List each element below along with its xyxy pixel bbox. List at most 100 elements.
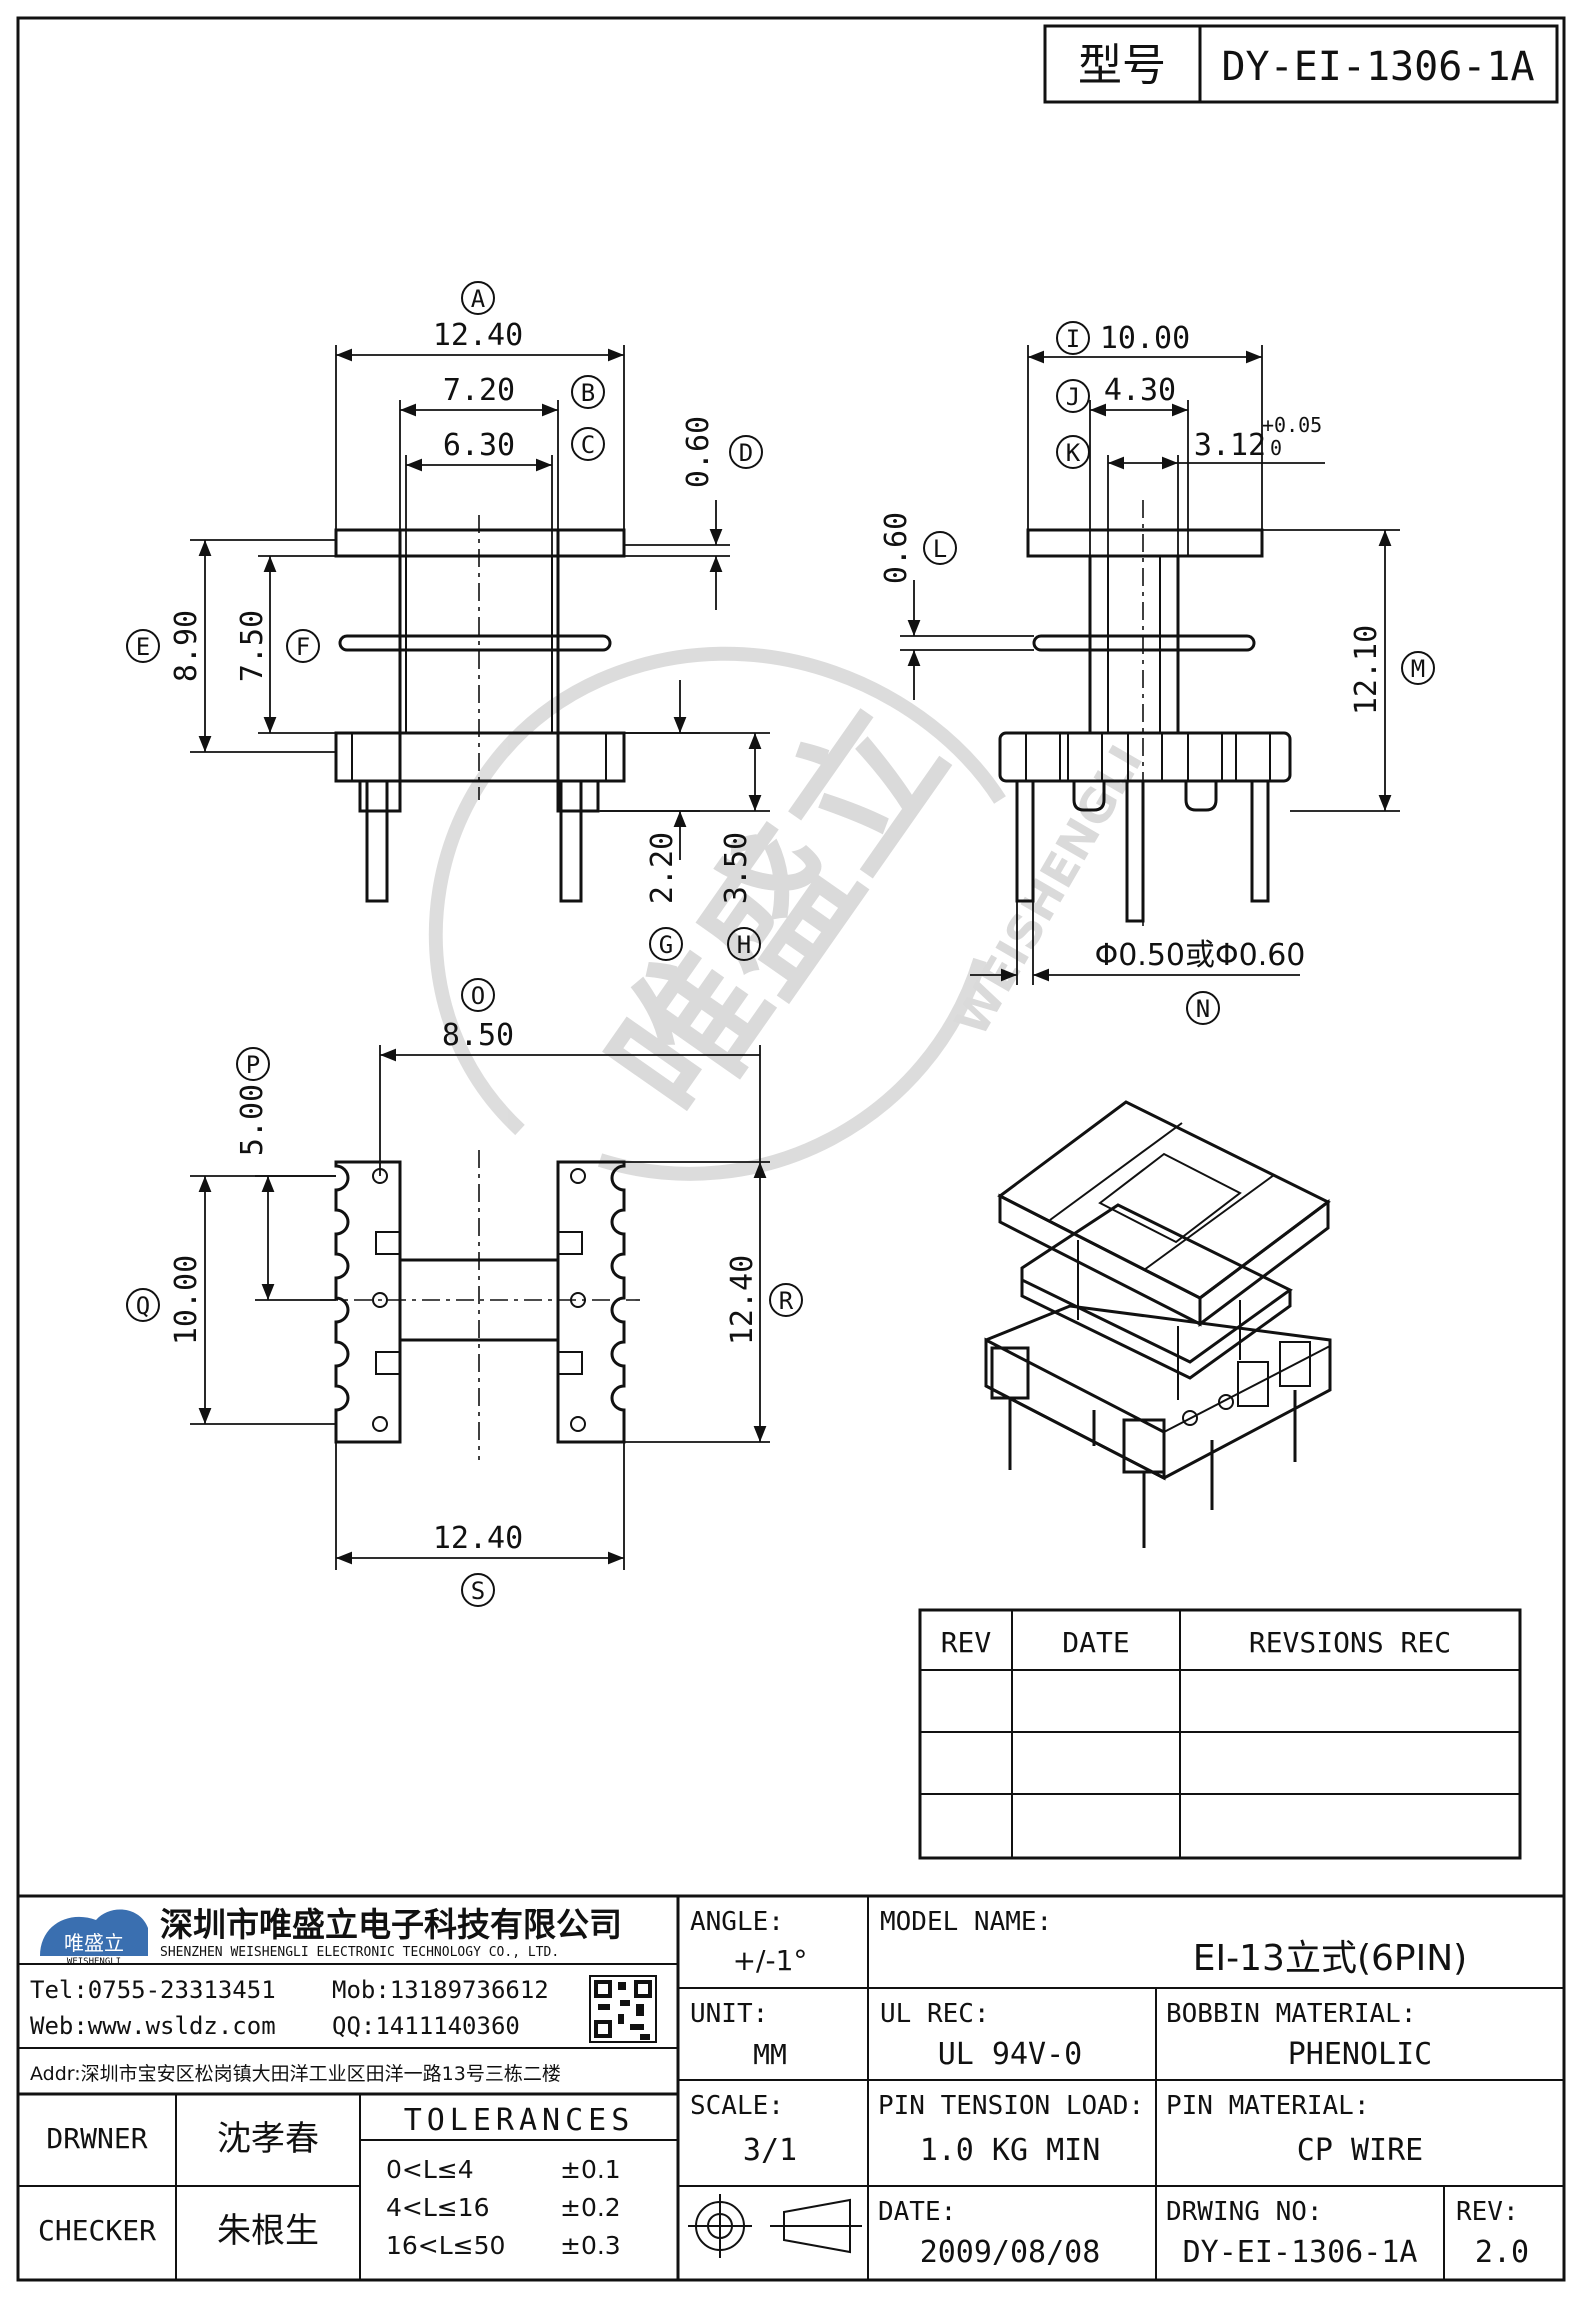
watermark-en: WEISHENGLI (944, 736, 1153, 1044)
pin-tension-value: 1.0 KG MIN (920, 2133, 1101, 2168)
dim-K-value: 3.12 (1194, 428, 1266, 463)
unit-value: MM (753, 2038, 787, 2071)
drawing-no-value: DY-EI-1306-1A (1183, 2235, 1418, 2270)
dim-F-letter: F (296, 633, 310, 661)
company-qq: QQ:1411140360 (332, 2012, 520, 2040)
dim-R-value: 12.40 (725, 1255, 760, 1345)
dim-B-letter: B (581, 379, 595, 407)
dim-O-letter: O (471, 982, 485, 1010)
dim-M-value: 12.10 (1349, 625, 1384, 715)
tolerance-value-2: ±0.2 (560, 2193, 621, 2222)
tolerance-value-3: ±0.3 (560, 2231, 621, 2260)
qr-code (589, 1975, 657, 2043)
date-header: DATE (1062, 1626, 1129, 1659)
unit-label: UNIT: (690, 1999, 768, 2029)
pin-material-value: CP WIRE (1297, 2133, 1423, 2168)
dim-K-letter: K (1066, 439, 1081, 467)
dim-I-letter: I (1066, 325, 1080, 353)
angle-value: +/-1° (733, 1944, 808, 1977)
date-value: 2009/08/08 (920, 2235, 1101, 2270)
dim-B-value: 7.20 (443, 373, 515, 408)
dim-E-value: 8.90 (169, 610, 204, 682)
scale-label: SCALE: (690, 2091, 784, 2121)
dim-S-value: 12.40 (433, 1521, 523, 1556)
dim-R-letter: R (779, 1287, 794, 1315)
model-label: 型号 (1078, 40, 1166, 91)
pin-tension-label: PIN TENSION LOAD: (878, 2091, 1144, 2121)
model-header: 型号 DY-EI-1306-1A (1043, 24, 1559, 104)
dim-F-value: 7.50 (235, 610, 270, 682)
bobbin-material-value: PHENOLIC (1288, 2037, 1433, 2072)
dim-C-value: 6.30 (443, 428, 515, 463)
tolerance-range-1: 0<L≤4 (386, 2155, 474, 2184)
ul-rec-label: UL REC: (880, 1999, 990, 2029)
dim-N-letter: N (1196, 995, 1210, 1023)
projection-symbol-icon (688, 2194, 862, 2258)
company-mob: Mob:13189736612 (332, 1976, 549, 2004)
revisions-rec-header: REVSIONS REC (1249, 1626, 1451, 1659)
rev-label: REV: (1456, 2197, 1519, 2227)
dim-D-letter: D (739, 439, 753, 467)
company-web: Web:www.wsldz.com (30, 2012, 276, 2040)
company-name-en: SHENZHEN WEISHENGLI ELECTRONIC TECHNOLOG… (160, 1945, 559, 1960)
ul-rec-value: UL 94V-0 (938, 2037, 1083, 2072)
front-view: A 12.40 7.20 B 6.30 C 0.60 D 8.90 E (126, 281, 770, 961)
dim-G-value: 2.20 (645, 832, 680, 904)
rev-header: REV (941, 1626, 992, 1659)
dim-S-letter: S (471, 1577, 485, 1605)
revision-table: REV DATE REVSIONS REC (918, 1608, 1522, 1860)
sheet-border (16, 16, 1566, 2282)
pin-material-label: PIN MATERIAL: (1166, 2091, 1370, 2121)
rev-value: 2.0 (1475, 2235, 1529, 2270)
company-name-cn: 深圳市唯盛立电子科技有限公司 (160, 1905, 622, 1944)
model-number: DY-EI-1306-1A (1221, 44, 1534, 90)
checker-label: CHECKER (38, 2214, 156, 2247)
scale-value: 3/1 (743, 2133, 797, 2168)
dim-P-value: 5.00 (235, 1084, 270, 1156)
company-addr: Addr:深圳市宝安区松岗镇大田洋工业区田洋一路13号三栋二楼 (30, 2063, 561, 2085)
logo-text: 唯盛立 (64, 1931, 124, 1955)
dim-A-value: 12.40 (433, 318, 523, 353)
tolerances-title: TOLERANCES (404, 2103, 635, 2138)
dim-G-letter: G (659, 931, 673, 959)
drawer-label: DRWNER (46, 2122, 147, 2155)
drawing-no-label: DRWING NO: (1166, 2197, 1323, 2227)
drawer-name: 沈孝春 (217, 2119, 319, 2159)
dim-N-value: Φ0.50或Φ0.60 (1095, 938, 1306, 973)
dim-A-letter: A (471, 285, 486, 313)
date-label: DATE: (878, 2197, 956, 2227)
side-view: I 10.00 J 4.30 K 3.12 +0.05 0 0.60 L 12.… (879, 321, 1435, 1025)
logo-sub: WEISHENGLI (67, 1957, 121, 1967)
dim-J-letter: J (1066, 383, 1080, 411)
dim-H-letter: H (737, 931, 751, 959)
angle-label: ANGLE: (690, 1907, 784, 1937)
checker-name: 朱根生 (217, 2211, 319, 2251)
dim-M-letter: M (1411, 655, 1425, 683)
dim-E-letter: E (136, 633, 150, 661)
dim-L-value: 0.60 (879, 512, 914, 584)
dim-P-letter: P (246, 1051, 260, 1079)
dim-Q-value: 10.00 (169, 1255, 204, 1345)
model-name-value: EI-13立式(6PIN) (1193, 1938, 1467, 1979)
dim-K-tol-minus: 0 (1270, 436, 1282, 460)
model-name-label: MODEL NAME: (880, 1907, 1052, 1937)
dim-L-letter: L (933, 535, 947, 563)
dim-C-letter: C (581, 431, 595, 459)
tolerance-value-1: ±0.1 (560, 2155, 621, 2184)
dim-D-value: 0.60 (681, 416, 716, 488)
dim-I-value: 10.00 (1100, 321, 1190, 356)
company-logo: 唯盛立 WEISHENGLI (40, 1909, 148, 1967)
tolerance-range-3: 16<L≤50 (386, 2231, 505, 2260)
dim-H-value: 3.50 (719, 832, 754, 904)
dim-O-value: 8.50 (442, 1018, 514, 1053)
bottom-view: O 8.50 5.00 P 10.00 Q 12.40 R 12.40 S (126, 978, 803, 1607)
dim-K-tol-plus: +0.05 (1262, 413, 1322, 437)
bobbin-material-label: BOBBIN MATERIAL: (1166, 1999, 1416, 2029)
dim-Q-letter: Q (136, 1292, 150, 1320)
isometric-view (984, 1100, 1332, 1548)
tolerance-range-2: 4<L≤16 (386, 2193, 490, 2222)
dim-J-value: 4.30 (1104, 373, 1176, 408)
company-tel: Tel:0755-23313451 (30, 1976, 276, 2004)
title-block: 唯盛立 WEISHENGLI 深圳市唯盛立电子科技有限公司 SHENZHEN W… (18, 1894, 1564, 2280)
